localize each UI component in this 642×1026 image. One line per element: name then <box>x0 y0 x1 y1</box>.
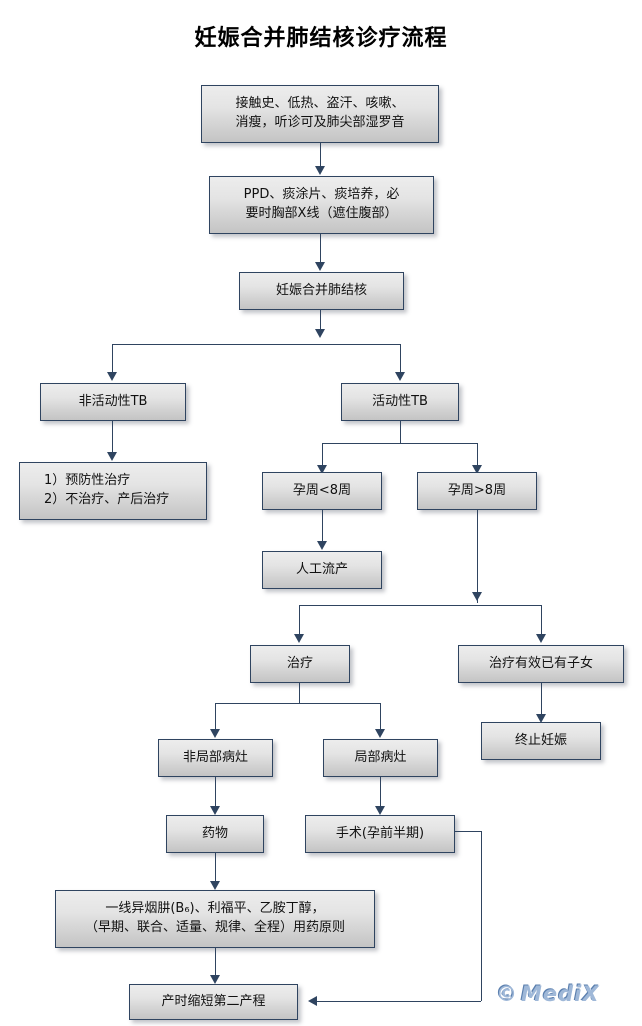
connector-to-local-lesion <box>380 703 381 733</box>
arrow-to-active-tb <box>395 372 405 381</box>
connector-to-non-local-lesion <box>215 703 216 733</box>
watermark-medix: ©MediX <box>496 982 600 1006</box>
node-medication: 药物 <box>166 815 264 853</box>
connector-diagnosis-split-bar <box>112 344 401 345</box>
node-treatment: 治疗 <box>250 645 350 683</box>
arrow-medication-to-drugs <box>210 881 220 890</box>
connector-active-tb-down <box>400 421 401 443</box>
connector-surgery-down <box>481 831 482 1001</box>
node-tests: PPD、痰涂片、痰培养，必 要时胸部X线（遮住腹部） <box>209 176 434 234</box>
connector-to-gest-gt8 <box>477 443 478 469</box>
node-inactive-treatment-line-2: 2）不治疗、产后治疗 <box>44 492 170 507</box>
node-gestation-lt-8-weeks-line-1: 孕周<8周 <box>292 482 352 498</box>
arrow-inactive-tb-to-treatment <box>107 452 117 461</box>
node-first-line-drugs: 一线异烟肼(B₆)、利福平、乙胺丁醇， （早期、联合、适量、规律、全程）用药原则 <box>55 890 375 948</box>
connector-treatment-split-bar <box>299 605 541 606</box>
connector-effective-to-terminate <box>541 683 542 717</box>
connector-treatment-down <box>299 683 300 703</box>
connector-to-inactive-tb <box>112 344 113 376</box>
arrow-to-non-local-lesion <box>210 729 220 738</box>
node-effective-has-children: 治疗有效已有子女 <box>458 645 624 683</box>
connector-drugs-to-second-stage <box>215 948 216 980</box>
connector-to-active-tb <box>400 344 401 376</box>
arrow-gest-lt8-to-abortion <box>317 541 327 550</box>
arrow-to-gest-lt8 <box>317 465 327 474</box>
connector-lesion-split-bar <box>215 703 380 704</box>
arrow-tests-to-diagnosis <box>315 262 325 271</box>
arrow-diagnosis-down <box>315 329 325 338</box>
node-shorten-second-stage-line-1: 产时缩短第二产程 <box>161 993 266 1009</box>
connector-gest-gt8-down <box>477 510 478 603</box>
node-surgery: 手术(孕前半期) <box>305 815 455 853</box>
node-diagnosis: 妊娠合并肺结核 <box>239 272 404 310</box>
node-active-tb: 活动性TB <box>341 383 459 421</box>
node-local-lesion: 局部病灶 <box>323 739 438 777</box>
arrow-drugs-to-second-stage <box>210 975 220 984</box>
node-non-local-lesion-line-1: 非局部病灶 <box>182 749 248 765</box>
node-gestation-gt-8-weeks: 孕周>8周 <box>417 472 537 510</box>
node-medication-line-1: 药物 <box>201 825 228 841</box>
connector-symptoms-to-tests <box>320 143 321 168</box>
connector-local-to-surgery <box>380 777 381 809</box>
arrow-symptoms-to-tests <box>315 166 325 175</box>
node-terminate-pregnancy: 终止妊娠 <box>481 722 601 760</box>
connector-medication-to-drugs <box>215 853 216 885</box>
node-gestation-lt-8-weeks: 孕周<8周 <box>262 472 382 510</box>
arrow-effective-to-terminate <box>536 714 546 723</box>
node-terminate-pregnancy-line-1: 终止妊娠 <box>514 732 567 748</box>
node-diagnosis-line-1: 妊娠合并肺结核 <box>275 282 367 298</box>
node-inactive-tb-line-1: 非活动性TB <box>78 393 148 409</box>
node-symptoms-line-1: 接触史、低热、盗汗、咳嗽、 <box>235 96 405 112</box>
node-first-line-drugs-line-1: 一线异烟肼(B₆)、利福平、乙胺丁醇， <box>105 901 325 917</box>
node-symptoms-line-2: 消瘦，听诊可及肺尖部湿罗音 <box>235 115 405 130</box>
arrow-local-to-surgery <box>375 806 385 815</box>
node-induced-abortion: 人工流产 <box>262 551 382 589</box>
node-inactive-treatment: 1）预防性治疗 2）不治疗、产后治疗 <box>19 462 207 520</box>
connector-to-gest-lt8 <box>322 443 323 469</box>
node-inactive-tb: 非活动性TB <box>40 383 186 421</box>
copyright-icon: © <box>496 982 518 1006</box>
connector-gest-lt8-to-abortion <box>322 510 323 544</box>
connector-inactive-tb-to-treatment <box>112 421 113 455</box>
node-non-local-lesion: 非局部病灶 <box>158 739 273 777</box>
arrow-to-inactive-tb <box>107 372 117 381</box>
arrow-to-local-lesion <box>375 729 385 738</box>
connector-surgery-right <box>455 831 481 832</box>
connector-surgery-to-second-stage <box>314 1001 481 1002</box>
node-gestation-gt-8-weeks-line-1: 孕周>8周 <box>447 482 507 498</box>
connector-to-effective-has-children <box>541 605 542 639</box>
arrow-to-treatment <box>294 634 304 643</box>
arrow-to-effective-has-children <box>536 634 546 643</box>
connector-to-treatment <box>299 605 300 639</box>
connector-non-local-to-medication <box>215 777 216 809</box>
connector-gest-split-bar <box>322 443 477 444</box>
node-local-lesion-line-1: 局部病灶 <box>354 749 407 765</box>
node-treatment-line-1: 治疗 <box>286 655 313 671</box>
node-tests-line-1: PPD、痰涂片、痰培养，必 <box>243 187 400 203</box>
node-surgery-line-1: 手术(孕前半期) <box>335 825 425 841</box>
node-induced-abortion-line-1: 人工流产 <box>295 561 348 577</box>
connector-diagnosis-down <box>320 310 321 336</box>
node-effective-has-children-line-1: 治疗有效已有子女 <box>488 655 593 671</box>
node-inactive-treatment-line-1: 1）预防性治疗 <box>44 473 131 489</box>
watermark-brand: MediX <box>521 982 600 1006</box>
page-title: 妊娠合并肺结核诊疗流程 <box>194 25 448 51</box>
arrow-surgery-to-second-stage <box>308 996 317 1006</box>
node-active-tb-line-1: 活动性TB <box>372 393 428 409</box>
node-tests-line-2: 要时胸部X线（遮住腹部） <box>245 206 398 221</box>
arrow-non-local-to-medication <box>210 806 220 815</box>
arrow-gest-gt8-down <box>472 592 482 601</box>
arrow-to-gest-gt8 <box>472 465 482 474</box>
node-first-line-drugs-line-2: （早期、联合、适量、规律、全程）用药原则 <box>84 920 345 935</box>
node-symptoms: 接触史、低热、盗汗、咳嗽、 消瘦，听诊可及肺尖部湿罗音 <box>201 85 439 143</box>
connector-tests-to-diagnosis <box>320 234 321 264</box>
node-shorten-second-stage: 产时缩短第二产程 <box>129 984 298 1020</box>
